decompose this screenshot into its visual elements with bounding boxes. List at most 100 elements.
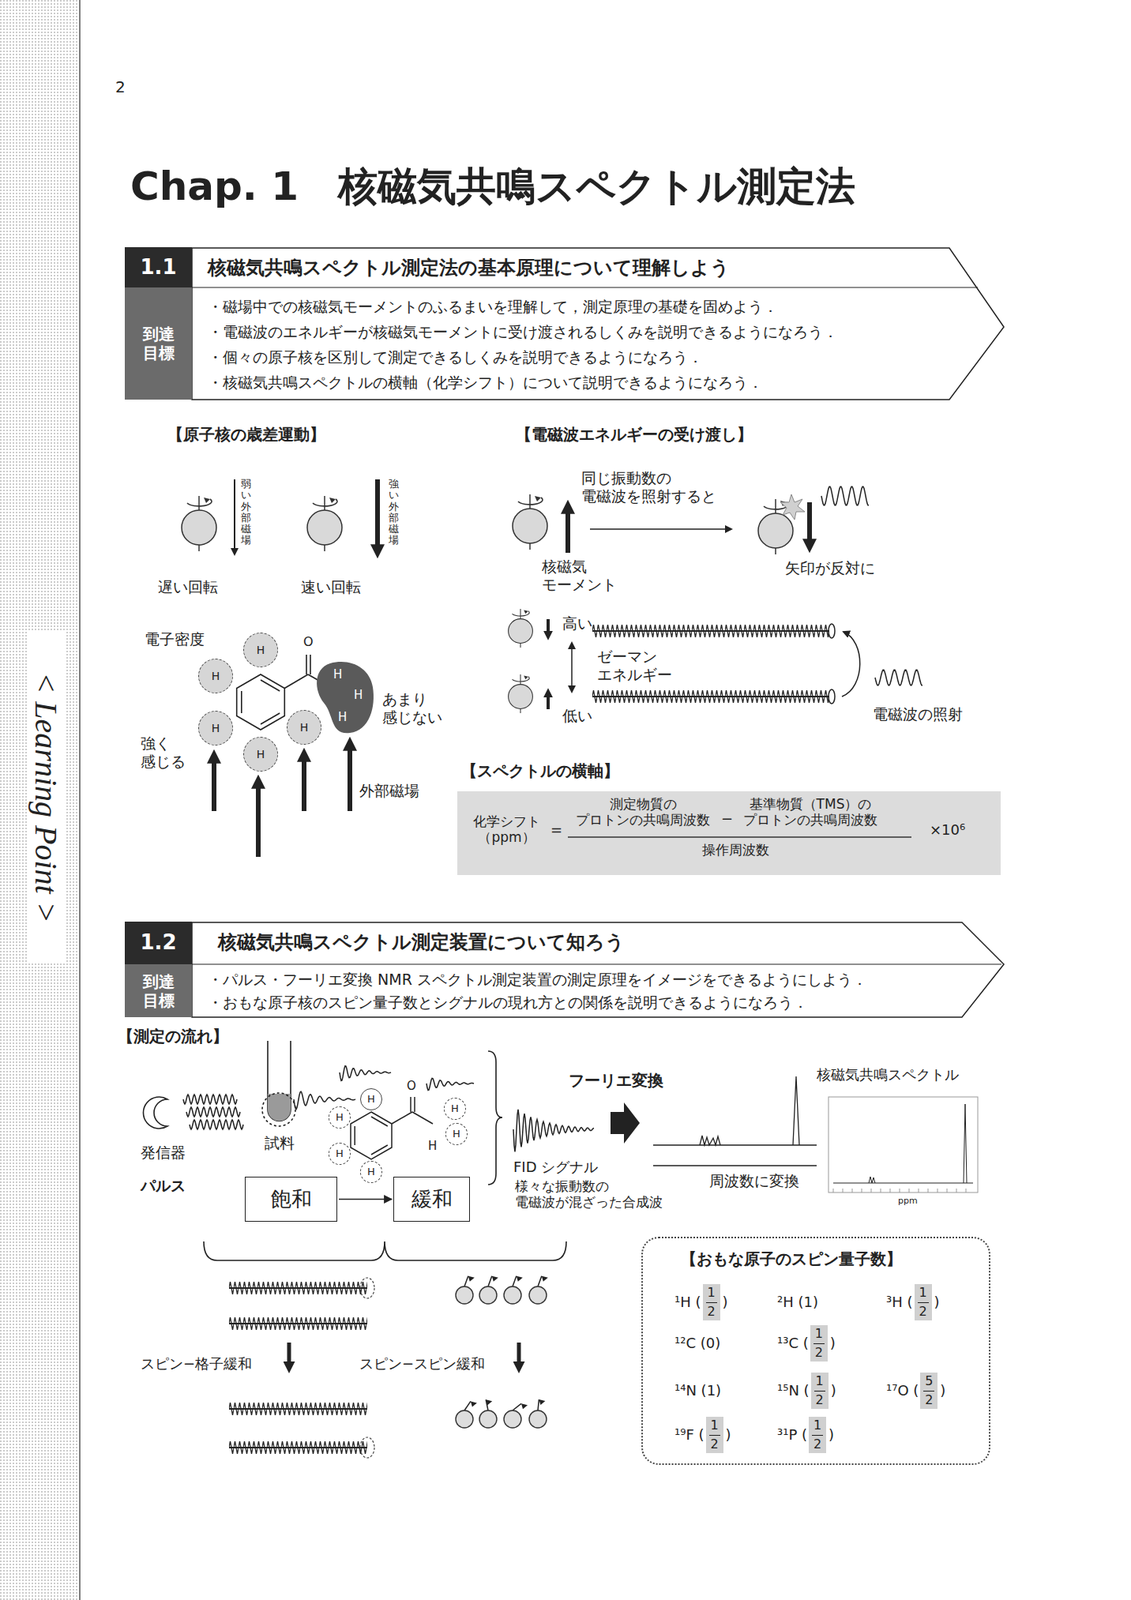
spin-symbol bbox=[503, 1286, 522, 1304]
zeeman-diagram bbox=[828, 623, 835, 639]
zeeman-diagram bbox=[508, 608, 534, 648]
formula-text: − bbox=[721, 810, 733, 828]
wave bbox=[183, 1094, 237, 1105]
fraction-bar bbox=[813, 1343, 825, 1345]
callout-text: 外部磁場 bbox=[359, 781, 420, 801]
section-heading: 核磁気共鳴スペクトル測定法の基本原理について理解しよう bbox=[207, 256, 730, 280]
nuclide-entry: ¹⁴N (1) bbox=[674, 1382, 722, 1400]
relaxation-figure bbox=[360, 1277, 375, 1299]
spectrum-tick bbox=[880, 1188, 882, 1193]
nuclide-entry: ¹²C (0) bbox=[674, 1334, 721, 1353]
fraction-bar bbox=[923, 1390, 935, 1392]
step-label: 周波数に変換 bbox=[709, 1172, 800, 1191]
energy-transfer-figure bbox=[512, 494, 548, 550]
relaxation-label: スピン−スピン緩和 bbox=[359, 1355, 485, 1373]
energy-transfer-figure bbox=[565, 505, 571, 553]
nuclide-entry: ) bbox=[830, 1382, 837, 1400]
atom-label: H bbox=[211, 669, 221, 684]
sample-tube bbox=[267, 1040, 291, 1122]
section-banner-outline bbox=[191, 286, 978, 288]
molecule bbox=[260, 713, 280, 725]
formula-box-outline bbox=[567, 836, 912, 838]
spin-symbol bbox=[529, 1410, 547, 1428]
process-box: 緩和 bbox=[393, 1176, 470, 1222]
molecule bbox=[284, 674, 309, 689]
spectrum-tick bbox=[861, 1188, 863, 1193]
nuclide-entry: ¹³C ( bbox=[777, 1334, 809, 1353]
relaxation-figure bbox=[360, 1437, 375, 1458]
signal-note: 様々な振動数の 電磁波が混ざった合成波 bbox=[514, 1178, 663, 1211]
section-tag-text: 到達 目標 bbox=[142, 324, 175, 363]
callout-text: 電磁波の照射 bbox=[872, 705, 963, 724]
nuclide-entry: ) bbox=[722, 1293, 729, 1312]
molecule bbox=[353, 1126, 356, 1146]
nuclide-entry: ) bbox=[934, 1293, 940, 1312]
fraction-bar bbox=[709, 1435, 721, 1436]
spin-symbol bbox=[521, 1403, 528, 1410]
proton-circle: H bbox=[243, 632, 279, 668]
section-tag: 到達 目標 bbox=[124, 287, 192, 400]
atom-label: O bbox=[303, 634, 314, 650]
nuclide-entry: ¹⁵N ( bbox=[777, 1382, 810, 1400]
fraction-numerator: 1 bbox=[702, 1285, 721, 1301]
fraction-denominator: 2 bbox=[706, 1436, 724, 1452]
spectrum bbox=[699, 1135, 721, 1146]
fraction-bar bbox=[706, 1302, 718, 1304]
relaxation-figure bbox=[229, 1441, 368, 1455]
atom-label: H bbox=[300, 721, 309, 735]
callout-text: 核磁気 モーメント bbox=[541, 557, 617, 594]
molecule bbox=[240, 691, 243, 714]
figure-heading: 【測定の流れ】 bbox=[117, 1026, 229, 1046]
fraction-numerator: 1 bbox=[706, 1417, 724, 1433]
spin-symbol bbox=[512, 1276, 517, 1287]
fraction-bar bbox=[814, 1390, 826, 1392]
molecule bbox=[260, 680, 280, 692]
spectrum bbox=[653, 1144, 817, 1146]
zeeman-diagram bbox=[508, 608, 861, 714]
section-banner: 核磁気共鳴スペクトル測定法の基本原理について理解しよう・磁場中での核磁気モーメン… bbox=[124, 247, 1006, 401]
spectrum-tick bbox=[899, 1188, 901, 1193]
fraction-numerator: 5 bbox=[920, 1373, 938, 1389]
relaxation-figure bbox=[517, 1342, 522, 1369]
spectrum-tick bbox=[833, 1188, 835, 1193]
level-label: 低い bbox=[562, 706, 593, 726]
side-strip bbox=[26, 631, 65, 964]
zeeman-diagram bbox=[592, 690, 830, 703]
proton-circle: H bbox=[328, 1106, 351, 1129]
field-arrow bbox=[211, 755, 217, 812]
proton-circle: H bbox=[328, 1142, 351, 1165]
callout-text: 同じ振動数の 電磁波を照射すると bbox=[581, 469, 717, 506]
fraction-denominator: 2 bbox=[914, 1303, 932, 1319]
figure-heading: 【スペクトルの横軸】 bbox=[461, 761, 620, 781]
spectrum-label: 核磁気共鳴スペクトル bbox=[816, 1066, 959, 1084]
transform-arrow bbox=[610, 1102, 640, 1144]
fraction-numerator: 1 bbox=[914, 1285, 932, 1301]
relaxation-figure bbox=[229, 1322, 368, 1325]
spin-symbol bbox=[529, 1286, 547, 1304]
proton-circle: H bbox=[243, 736, 279, 772]
molecule bbox=[236, 674, 286, 730]
callout-text: 矢印が反対に bbox=[785, 559, 876, 578]
atom-label: H bbox=[256, 747, 266, 762]
relaxation-figure bbox=[229, 1446, 368, 1449]
relaxation-figure bbox=[229, 1317, 368, 1331]
atom-label: H bbox=[450, 1102, 459, 1116]
spectrum-tick bbox=[871, 1188, 872, 1193]
molecule bbox=[412, 1112, 433, 1124]
section-tag: 到達 目標 bbox=[124, 964, 192, 1018]
bracket bbox=[203, 1051, 567, 1261]
section-tag: 1.2 bbox=[124, 921, 192, 965]
spectrum bbox=[828, 1097, 978, 1193]
spectrum bbox=[653, 1164, 817, 1167]
nuclide-entry: ) bbox=[830, 1334, 836, 1353]
goal-item: ・核磁気共鳴スペクトルの横軸（化学シフト）について説明できるようになろう． bbox=[207, 373, 763, 392]
proton-circle: H bbox=[360, 1161, 383, 1184]
spin-symbol bbox=[537, 1399, 539, 1411]
spectrum-tick bbox=[833, 1188, 966, 1193]
spectrum bbox=[833, 1183, 974, 1184]
spectrum-tick bbox=[946, 1188, 948, 1193]
bracket bbox=[203, 1241, 567, 1261]
spin-symbol bbox=[479, 1286, 497, 1304]
wave bbox=[339, 1066, 391, 1082]
fraction-denominator: 2 bbox=[811, 1392, 829, 1408]
